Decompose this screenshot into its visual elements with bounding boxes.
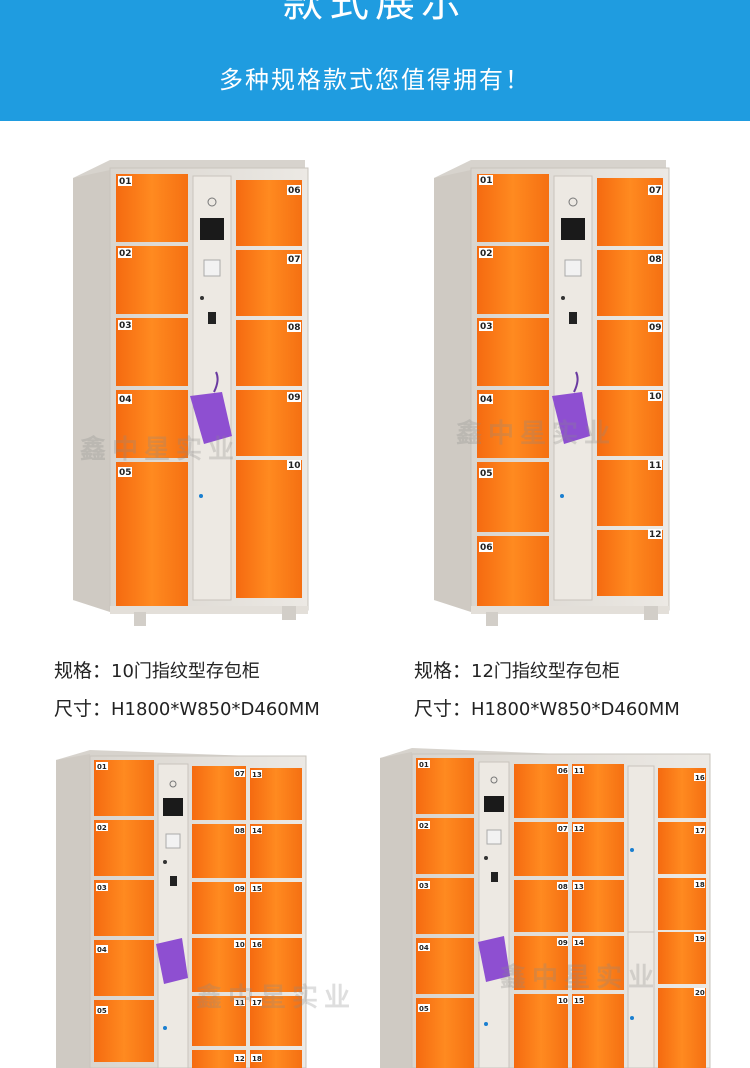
door-label: 01 <box>97 763 107 771</box>
door-label: 09 <box>558 939 568 947</box>
door-label: 15 <box>574 997 584 1005</box>
size-value: H1800*W850*D460MM <box>471 699 680 720</box>
door-label: 14 <box>574 939 584 947</box>
door-label: 19 <box>695 935 705 943</box>
door-label: 16 <box>252 941 262 949</box>
door-label: 11 <box>574 767 584 775</box>
door-label: 01 <box>480 176 493 186</box>
spec-value: 12门指纹型存包柜 <box>471 661 620 682</box>
door-label: 12 <box>649 530 662 540</box>
door-label: 05 <box>119 468 132 478</box>
door-label: 07 <box>558 825 568 833</box>
door-label: 03 <box>119 321 132 331</box>
door-label: 10 <box>558 997 568 1005</box>
door-label: 17 <box>252 999 262 1007</box>
size-line-1: 尺寸：H1800*W850*D460MM <box>54 694 320 721</box>
door-label: 10 <box>235 941 245 949</box>
door-label: 17 <box>695 827 705 835</box>
door-label: 08 <box>288 323 301 333</box>
door-label: 11 <box>649 461 662 471</box>
door-label: 15 <box>252 885 262 893</box>
watermark-text: 鑫中星实业 <box>456 418 616 449</box>
door-label: 06 <box>480 543 493 553</box>
spec-label: 规格： <box>414 660 472 682</box>
door-label: 05 <box>97 1007 107 1015</box>
page-title: 款式展示 <box>283 0 467 26</box>
door-label: 06 <box>558 767 568 775</box>
door-label: 08 <box>649 255 662 265</box>
door-label: 03 <box>97 884 107 892</box>
door-label: 01 <box>419 761 429 769</box>
door-label: 04 <box>119 395 132 405</box>
spec-line-2: 规格：12门指纹型存包柜 <box>414 656 620 683</box>
size-line-2: 尺寸：H1800*W850*D460MM <box>414 694 680 721</box>
header-banner: 款式展示 多种规格款式您值得拥有！ <box>0 0 750 121</box>
door-label: 03 <box>480 322 493 332</box>
door-label: 02 <box>419 822 429 830</box>
door-label: 12 <box>574 825 584 833</box>
door-labels: 01 02 03 04 05 06 07 08 09 10 01 02 03 0… <box>118 175 662 553</box>
size-label: 尺寸： <box>414 698 472 720</box>
door-label: 01 <box>119 177 132 187</box>
door-label: 10 <box>288 461 301 471</box>
door-label: 07 <box>235 770 245 778</box>
cabinet-4 <box>380 748 711 1068</box>
spec-label: 规格： <box>54 660 112 682</box>
door-label: 09 <box>235 885 245 893</box>
door-label: 13 <box>574 883 584 891</box>
door-label: 20 <box>695 989 705 997</box>
door-label: 11 <box>235 999 245 1007</box>
door-label: 09 <box>288 393 301 403</box>
cabinet-1 <box>73 160 309 626</box>
page-subtitle: 多种规格款式您值得拥有！ <box>219 66 531 94</box>
door-label: 06 <box>288 186 301 196</box>
door-label: 09 <box>649 323 662 333</box>
door-label: 16 <box>695 774 705 782</box>
spec-value: 10门指纹型存包柜 <box>111 661 260 682</box>
size-value: H1800*W850*D460MM <box>111 699 320 720</box>
watermark-text: 鑫中星实业 <box>80 434 240 465</box>
watermark-text: 鑫中星实业 <box>500 962 660 993</box>
door-label: 02 <box>97 824 107 832</box>
door-label: 14 <box>252 827 262 835</box>
door-label: 05 <box>480 469 493 479</box>
door-label: 18 <box>695 881 705 889</box>
door-label: 07 <box>649 186 662 196</box>
door-label: 05 <box>419 1005 429 1013</box>
spec-line-1: 规格：10门指纹型存包柜 <box>54 656 260 683</box>
door-label: 07 <box>288 255 301 265</box>
door-label: 02 <box>119 249 132 259</box>
door-label: 18 <box>252 1055 262 1063</box>
door-label: 03 <box>419 882 429 890</box>
door-label: 13 <box>252 771 262 779</box>
door-label: 10 <box>649 392 662 402</box>
door-label: 04 <box>419 944 429 952</box>
door-label: 08 <box>558 883 568 891</box>
door-label: 12 <box>235 1055 245 1063</box>
cabinet-3 <box>56 750 307 1068</box>
watermark-text: 鑫中星实业 <box>196 982 356 1013</box>
door-label: 04 <box>480 395 493 405</box>
door-label: 04 <box>97 946 107 954</box>
door-label: 08 <box>235 827 245 835</box>
door-label: 02 <box>480 249 493 259</box>
size-label: 尺寸： <box>54 698 112 720</box>
door-labels-small: 01 02 03 04 05 07 08 09 10 11 12 13 14 1… <box>96 760 705 1063</box>
cabinet-2 <box>434 160 670 626</box>
watermark-group: 鑫中星实业 鑫中星实业 鑫中星实业 鑫中星实业 <box>80 418 660 1013</box>
